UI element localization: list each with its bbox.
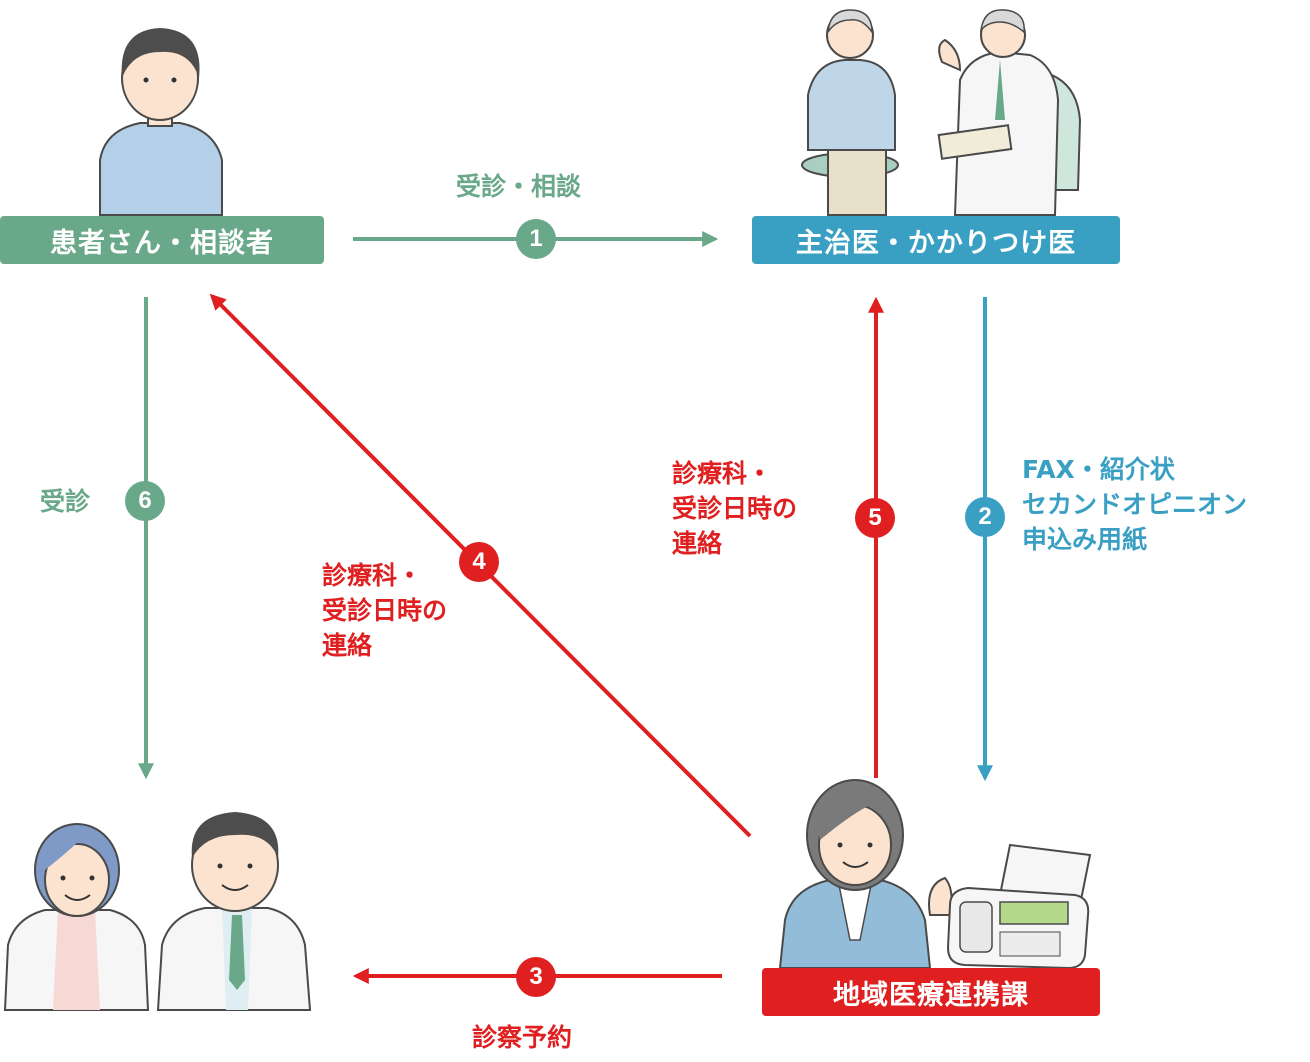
node-doctor-label: 主治医・かかりつけ医 xyxy=(795,227,1077,259)
step-5-label: 診療科・ 受診日時の 連絡 xyxy=(672,459,798,558)
step-3-label: 診察予約 xyxy=(472,1023,573,1052)
node-liaison: 地域医療連携課 xyxy=(762,968,1100,1016)
step-1-label: 受診・相談 xyxy=(456,172,582,201)
step-6-label: 受診 xyxy=(40,487,91,516)
step-4-label: 診療科・ 受診日時の 連絡 xyxy=(322,561,448,660)
hospital-doctors-illustration xyxy=(3,812,312,1011)
step-1-badge: 1 xyxy=(516,219,556,259)
node-liaison-label: 地域医療連携課 xyxy=(833,979,1029,1011)
step-4-badge: 4 xyxy=(459,542,499,582)
step-5-badge: 5 xyxy=(855,498,895,538)
step-2-badge: 2 xyxy=(965,497,1005,537)
liaison-staff-fax-illustration xyxy=(778,779,1092,970)
step-3-badge: 3 xyxy=(516,957,556,997)
patient-illustration xyxy=(99,28,223,216)
node-patient: 患者さん・相談者 xyxy=(0,216,324,264)
node-patient-label: 患者さん・相談者 xyxy=(50,227,274,259)
doctor-consultation-illustration xyxy=(801,9,1082,216)
step-2-label: FAX・紹介状 セカンドオピニオン 申込み用紙 xyxy=(1022,455,1248,554)
step-6-badge: 6 xyxy=(125,481,165,521)
node-doctor: 主治医・かかりつけ医 xyxy=(752,216,1120,264)
